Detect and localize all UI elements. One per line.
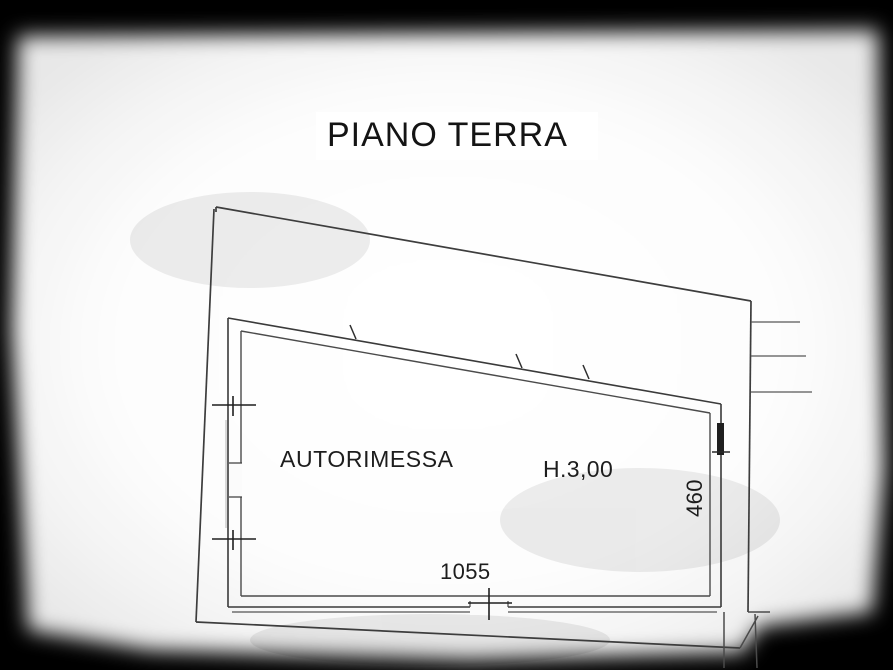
- left-wall-opening: [229, 462, 242, 498]
- dimension-label-depth: 460: [682, 479, 707, 517]
- site-continuation-lines: [723, 611, 770, 669]
- dimension-tick-bottom: [468, 588, 512, 620]
- page-title: PIANO TERRA: [327, 116, 568, 154]
- room-label-autorimessa: AUTORIMESSA: [280, 446, 454, 472]
- top-wall-joint-ticks: [349, 324, 590, 380]
- ceiling-height-label: H.3,00: [543, 456, 614, 482]
- outer-boundary: [195, 206, 752, 649]
- dimension-label-width: 1055: [440, 559, 491, 584]
- dimension-tick-left-lower: [212, 530, 256, 550]
- right-wall-opening: [717, 423, 724, 455]
- right-edge-stubs: [751, 321, 812, 393]
- dimension-tick-left-upper: [212, 396, 256, 416]
- paper-area: [12, 30, 884, 660]
- title-backdrop: [316, 112, 598, 160]
